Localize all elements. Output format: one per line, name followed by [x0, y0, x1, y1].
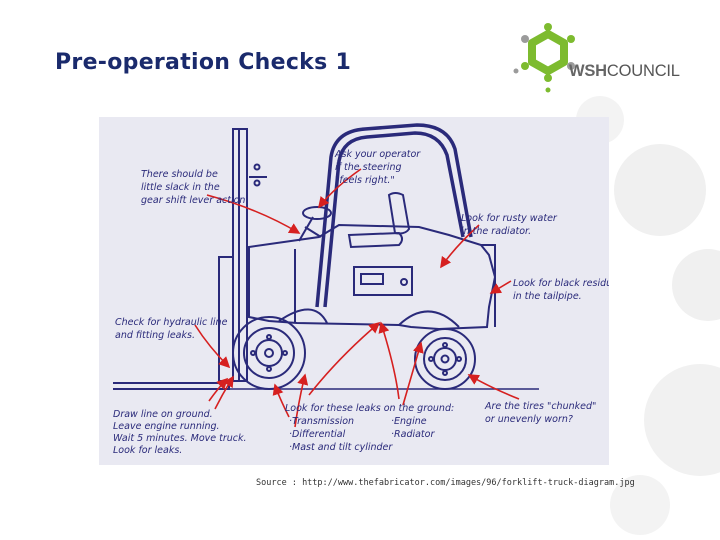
note-radiator-water: Look for rusty water in the radiator.: [461, 213, 560, 237]
note-steering: Ask your operator if the steering "feels…: [334, 149, 423, 186]
note-tailpipe-line: Look for black residue: [513, 278, 609, 289]
logo-mark-icon: [514, 23, 576, 93]
note-leaks-heading: Look for these leaks on the ground:: [285, 403, 454, 414]
note-leaks-right: ·Engine ·Radiator: [391, 416, 435, 440]
forks: [113, 383, 229, 389]
source-url: http://www.thefabricator.com/images/96/f…: [302, 478, 635, 488]
note-radiator-line: Look for rusty water: [461, 213, 558, 224]
note-radiator-line: in the radiator.: [461, 226, 531, 237]
note-hydraulic-line: and fitting leaks.: [115, 330, 195, 341]
note-tailpipe: Look for black residue in the tailpipe.: [513, 278, 609, 302]
note-leak-item: ·Radiator: [391, 429, 435, 440]
note-hydraulic: Check for hydraulic line and fitting lea…: [115, 317, 230, 341]
note-draw-line: Draw line on ground. Leave engine runnin…: [113, 409, 250, 456]
rear-wheel: [415, 329, 475, 389]
note-tires-line: Are the tires "chunked": [484, 401, 596, 412]
note-gearshift-line: little slack in the: [141, 182, 220, 193]
logo-council: COUNCIL: [607, 62, 680, 80]
note-leak-item: ·Engine: [391, 416, 427, 427]
note-steering-line: "feels right.": [335, 175, 395, 186]
note-hydraulic-line: Check for hydraulic line: [115, 317, 228, 328]
note-gearshift-line: There should be: [141, 169, 218, 180]
logo-wsh: WSH: [569, 62, 607, 80]
wsh-council-logo: [512, 22, 692, 98]
note-tires-line: or unevenly worn?: [485, 414, 573, 425]
front-wheel: [233, 317, 305, 389]
note-drawline-line: Leave engine running.: [113, 421, 220, 432]
note-drawline-line: Look for leaks.: [113, 445, 182, 456]
note-drawline-line: Wait 5 minutes. Move truck.: [113, 433, 247, 444]
forklift-diagram: There should be little slack in the gear…: [99, 117, 609, 465]
note-drawline-line: Draw line on ground.: [113, 409, 213, 420]
logo-wordmark: WSHCOUNCIL: [569, 62, 680, 81]
note-leak-item: ·Differential: [289, 429, 346, 440]
page-title: Pre-operation Checks 1: [55, 50, 351, 75]
note-tailpipe-line: in the tailpipe.: [513, 291, 582, 302]
note-tires: Are the tires "chunked" or unevenly worn…: [484, 401, 599, 425]
source-prefix: Source :: [256, 478, 302, 488]
note-steering-line: Ask your operator: [334, 149, 421, 160]
source-caption: Source : http://www.thefabricator.com/im…: [256, 478, 635, 488]
note-leak-item: ·Mast and tilt cylinder: [289, 442, 393, 453]
seat: [349, 193, 409, 247]
note-leaks-left: ·Transmission ·Differential ·Mast and ti…: [289, 416, 393, 453]
note-gearshift-line: gear shift lever action.: [141, 195, 248, 206]
note-steering-line: if the steering: [335, 162, 402, 173]
forklift-body: [249, 225, 495, 329]
note-leak-item: ·Transmission: [289, 416, 354, 427]
